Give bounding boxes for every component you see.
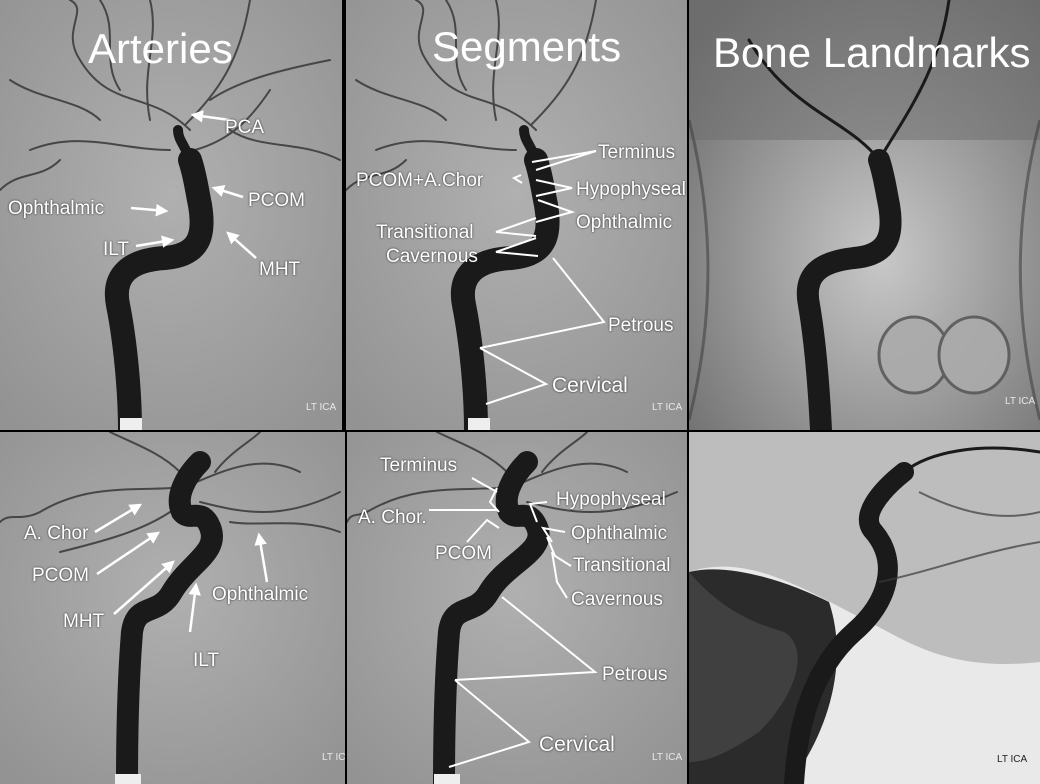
label-cavernous: Cavernous [571,589,663,610]
label-terminus: Terminus [380,455,458,476]
label-pca: PCA [225,117,265,138]
watermark-side: LT IC [322,752,345,763]
label-pcom: PCOM [435,543,492,564]
watermark-side: LT ICA [1005,396,1036,407]
angio-panel-segments-lateral: Terminus A. Chor. PCOM Hypophyseal Ophth… [347,432,687,784]
watermark-side: LT ICA [997,754,1028,765]
label-ilt: ILT [193,650,220,671]
label-mht: MHT [63,611,105,632]
label-pcom: PCOM [32,565,89,586]
label-pcom: PCOM [248,190,305,211]
label-ophthalmic: Ophthalmic [571,523,668,544]
bone-panel-frontal: Bone Landmarks LT ICA [689,0,1040,430]
panel-title-segments: Segments [432,23,622,70]
label-achor: A. Chor [24,523,89,544]
label-cervical: Cervical [552,374,628,397]
label-transitional: Transitional [573,555,671,576]
angiogram-image [0,0,342,430]
watermark-side: LT ICA [306,402,337,413]
angio-panel-arteries-frontal: Arteries PCA PCOM Ophthalmic ILT MHT LT … [0,0,342,430]
angio-panel-arteries-lateral: A. Chor PCOM MHT Ophthalmic ILT LT IC [0,432,345,784]
angiogram-image [0,432,345,784]
label-mht: MHT [259,259,301,280]
label-ophthalmic: Ophthalmic [212,584,309,605]
label-ilt: ILT [103,239,130,260]
label-ophthalmic: Ophthalmic [8,198,105,219]
label-ophthalmic: Ophthalmic [576,212,673,233]
bone-panel-lateral: LT ICA [689,432,1040,784]
label-cervical: Cervical [539,733,615,756]
label-achor: A. Chor. [358,507,427,528]
radiograph-image [689,0,1040,430]
watermark-side: LT ICA [652,752,683,763]
label-pcom-achor: PCOM+A.Chor [356,170,484,191]
label-transitional: Transitional [376,222,474,243]
label-hypophyseal: Hypophyseal [576,179,686,200]
label-hypophyseal: Hypophyseal [556,489,666,510]
label-petrous: Petrous [602,664,668,685]
label-cavernous: Cavernous [386,246,478,267]
angio-panel-segments-frontal: Segments Terminus PCOM+A.Chor Hypophysea… [346,0,687,430]
panel-title-arteries: Arteries [88,25,233,72]
label-petrous: Petrous [608,315,674,336]
panel-title-bone-landmarks: Bone Landmarks [713,29,1031,76]
radiograph-image [689,432,1040,784]
label-terminus: Terminus [598,142,676,163]
watermark-side: LT ICA [652,402,683,413]
